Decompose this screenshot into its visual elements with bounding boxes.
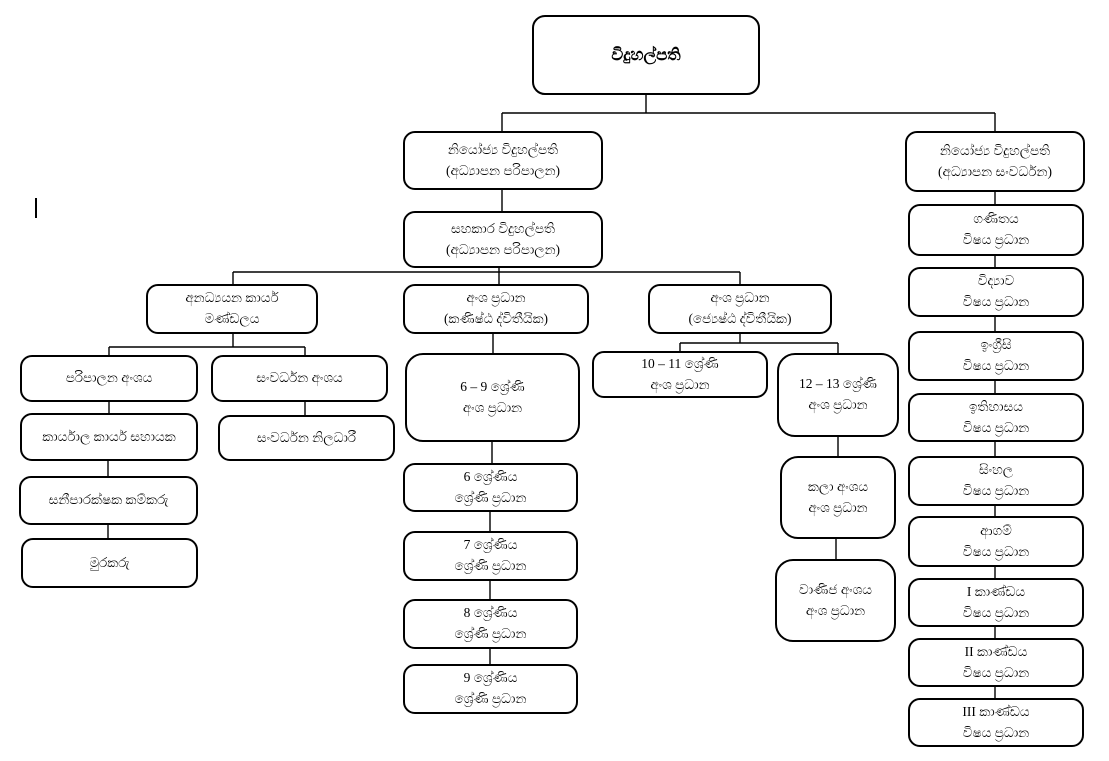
node-grade-9-head: 9 ශ්‍රේණිය ශ්‍රේණි ප්‍රධාන [403,664,578,714]
node-band2-subject-head: II කාණ්ඩය විෂය ප්‍රධාන [908,638,1084,687]
node-sinhala-subject-head: සිංහල විෂය ප්‍රධාන [908,456,1084,506]
node-assistant-principal-admin: සහකාර විදුහල්පති (අධ්‍යාපන පරිපාලන) [403,211,603,268]
node-religion-subject-head: ආගම් විෂය ප්‍රධාන [908,516,1084,567]
node-senior-secondary-head: අංශ ප්‍රධාන (ජ්‍යෙෂ්ඨ ද්විතීයික) [648,284,832,334]
node-junior-secondary-head: අංශ ප්‍රධාන (කණිෂ්ඨ ද්විතීයික) [403,284,589,334]
stray-vertical-mark [35,198,37,218]
node-grade-7-head: 7 ශ්‍රේණිය ශ්‍රේණි ප්‍රධාන [403,531,578,581]
node-principal: විදුහල්පති [532,15,760,95]
node-grade-10-11-head: 10 – 11 ශ්‍රේණි අංශ ප්‍රධාන [592,351,768,398]
node-history-subject-head: ඉතිහාසය විෂය ප්‍රධාන [908,393,1084,442]
node-dev-officer: සංවර්ධන නිලධාරී [218,415,395,461]
node-band3-subject-head: III කාණ්ඩය විෂය ප්‍රධාන [908,698,1084,747]
node-arts-section-head: කලා අංශය අංශ ප්‍රධාන [780,456,896,539]
node-nonacademic-staff: අනධ්‍යයන කාර්ය මණ්ඩලය [146,284,318,334]
node-grade-12-13-head: 12 – 13 ශ්‍රේණි අංශ ප්‍රධාන [777,353,899,437]
node-watcher: මුරකරු [21,538,198,588]
node-sanitary-worker: සනීපාරක්ෂක කම්කරු [19,476,198,525]
node-band1-subject-head: I කාණ්ඩය විෂය ප්‍රධාන [908,578,1084,627]
node-office-aide: කාර්යාල කාර්ය සහායක [20,413,198,461]
node-maths-subject-head: ගණිතය විෂය ප්‍රධාන [908,204,1084,256]
node-deputy-principal-development: නියෝජ්‍ය විදුහල්පති (අධ්‍යාපන සංවර්ධන) [905,131,1085,192]
node-deputy-principal-admin: නියෝජ්‍ය විදුහල්පති (අධ්‍යාපන පරිපාලන) [403,131,603,190]
node-grade-8-head: 8 ශ්‍රේණිය ශ්‍රේණි ප්‍රධාන [403,599,578,649]
node-dev-section: සංවර්ධන අංශය [211,355,388,402]
node-commerce-section-head: වාණිජ අංශය අංශ ප්‍රධාන [775,559,896,642]
node-english-subject-head: ඉංග්‍රීසි විෂය ප්‍රධාන [908,331,1084,381]
node-grade-6-head: 6 ශ්‍රේණිය ශ්‍රේණි ප්‍රධාන [403,463,578,512]
node-science-subject-head: විද්‍යාව විෂය ප්‍රධාන [908,267,1084,317]
node-admin-section: පරිපාලන අංශය [20,355,198,402]
node-grade-6-9-head: 6 – 9 ශ්‍රේණි අංශ ප්‍රධාන [405,353,580,442]
